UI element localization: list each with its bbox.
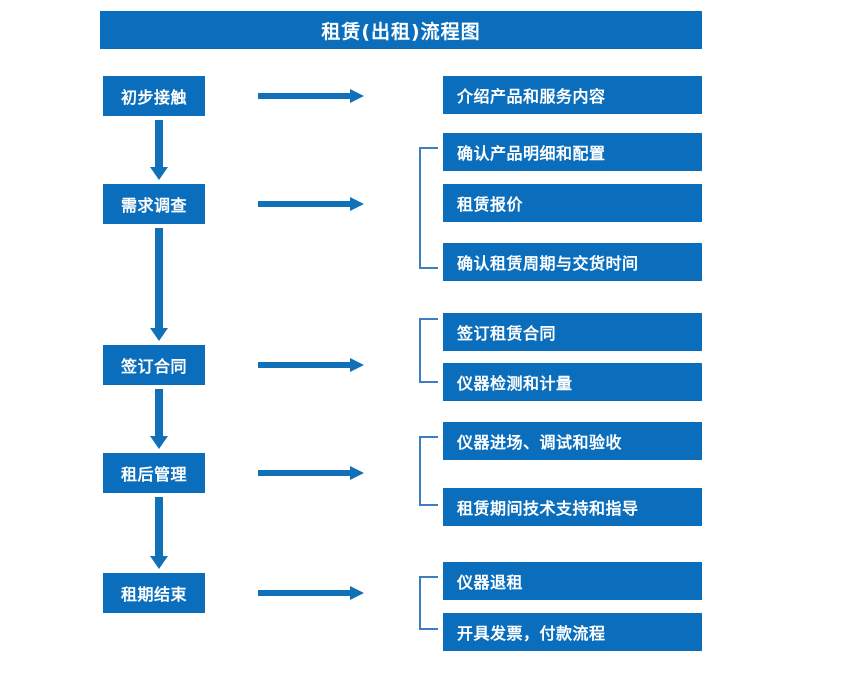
down-arrow-1 bbox=[150, 120, 168, 180]
detail-box-sign-rental-contract[interactable]: 签订租赁合同 bbox=[443, 313, 702, 351]
right-arrow-4 bbox=[258, 466, 368, 480]
group-bracket-sign-contract bbox=[419, 318, 438, 383]
detail-box-introduce-products[interactable]: 介绍产品和服务内容 bbox=[443, 76, 702, 114]
stage-box-initial-contact[interactable]: 初步接触 bbox=[103, 76, 205, 116]
down-arrow-4 bbox=[150, 497, 168, 569]
group-bracket-rental-end bbox=[419, 576, 438, 630]
stage-box-rental-end[interactable]: 租期结束 bbox=[103, 573, 205, 613]
detail-box-confirm-period-delivery[interactable]: 确认租赁周期与交货时间 bbox=[443, 243, 702, 281]
right-arrow-5 bbox=[258, 586, 368, 600]
page-title: 租赁(出租)流程图 bbox=[100, 11, 702, 49]
detail-box-instrument-onsite-commission[interactable]: 仪器进场、调试和验收 bbox=[443, 422, 702, 460]
stage-box-sign-contract[interactable]: 签订合同 bbox=[103, 345, 205, 385]
right-arrow-2 bbox=[258, 197, 368, 211]
down-arrow-2 bbox=[150, 228, 168, 341]
group-bracket-needs-survey bbox=[419, 147, 438, 269]
stage-box-needs-survey[interactable]: 需求调查 bbox=[103, 184, 205, 224]
right-arrow-1 bbox=[258, 89, 368, 103]
detail-box-instrument-inspection[interactable]: 仪器检测和计量 bbox=[443, 363, 702, 401]
detail-box-technical-support[interactable]: 租赁期间技术支持和指导 bbox=[443, 488, 702, 526]
detail-box-instrument-return[interactable]: 仪器退租 bbox=[443, 562, 702, 600]
down-arrow-3 bbox=[150, 389, 168, 449]
detail-box-invoice-payment[interactable]: 开具发票，付款流程 bbox=[443, 613, 702, 651]
group-bracket-post-rental-mgmt bbox=[419, 436, 438, 506]
detail-box-confirm-spec-config[interactable]: 确认产品明细和配置 bbox=[443, 133, 702, 171]
stage-box-post-rental-mgmt[interactable]: 租后管理 bbox=[103, 453, 205, 493]
detail-box-rental-quotation[interactable]: 租赁报价 bbox=[443, 184, 702, 222]
right-arrow-3 bbox=[258, 358, 368, 372]
